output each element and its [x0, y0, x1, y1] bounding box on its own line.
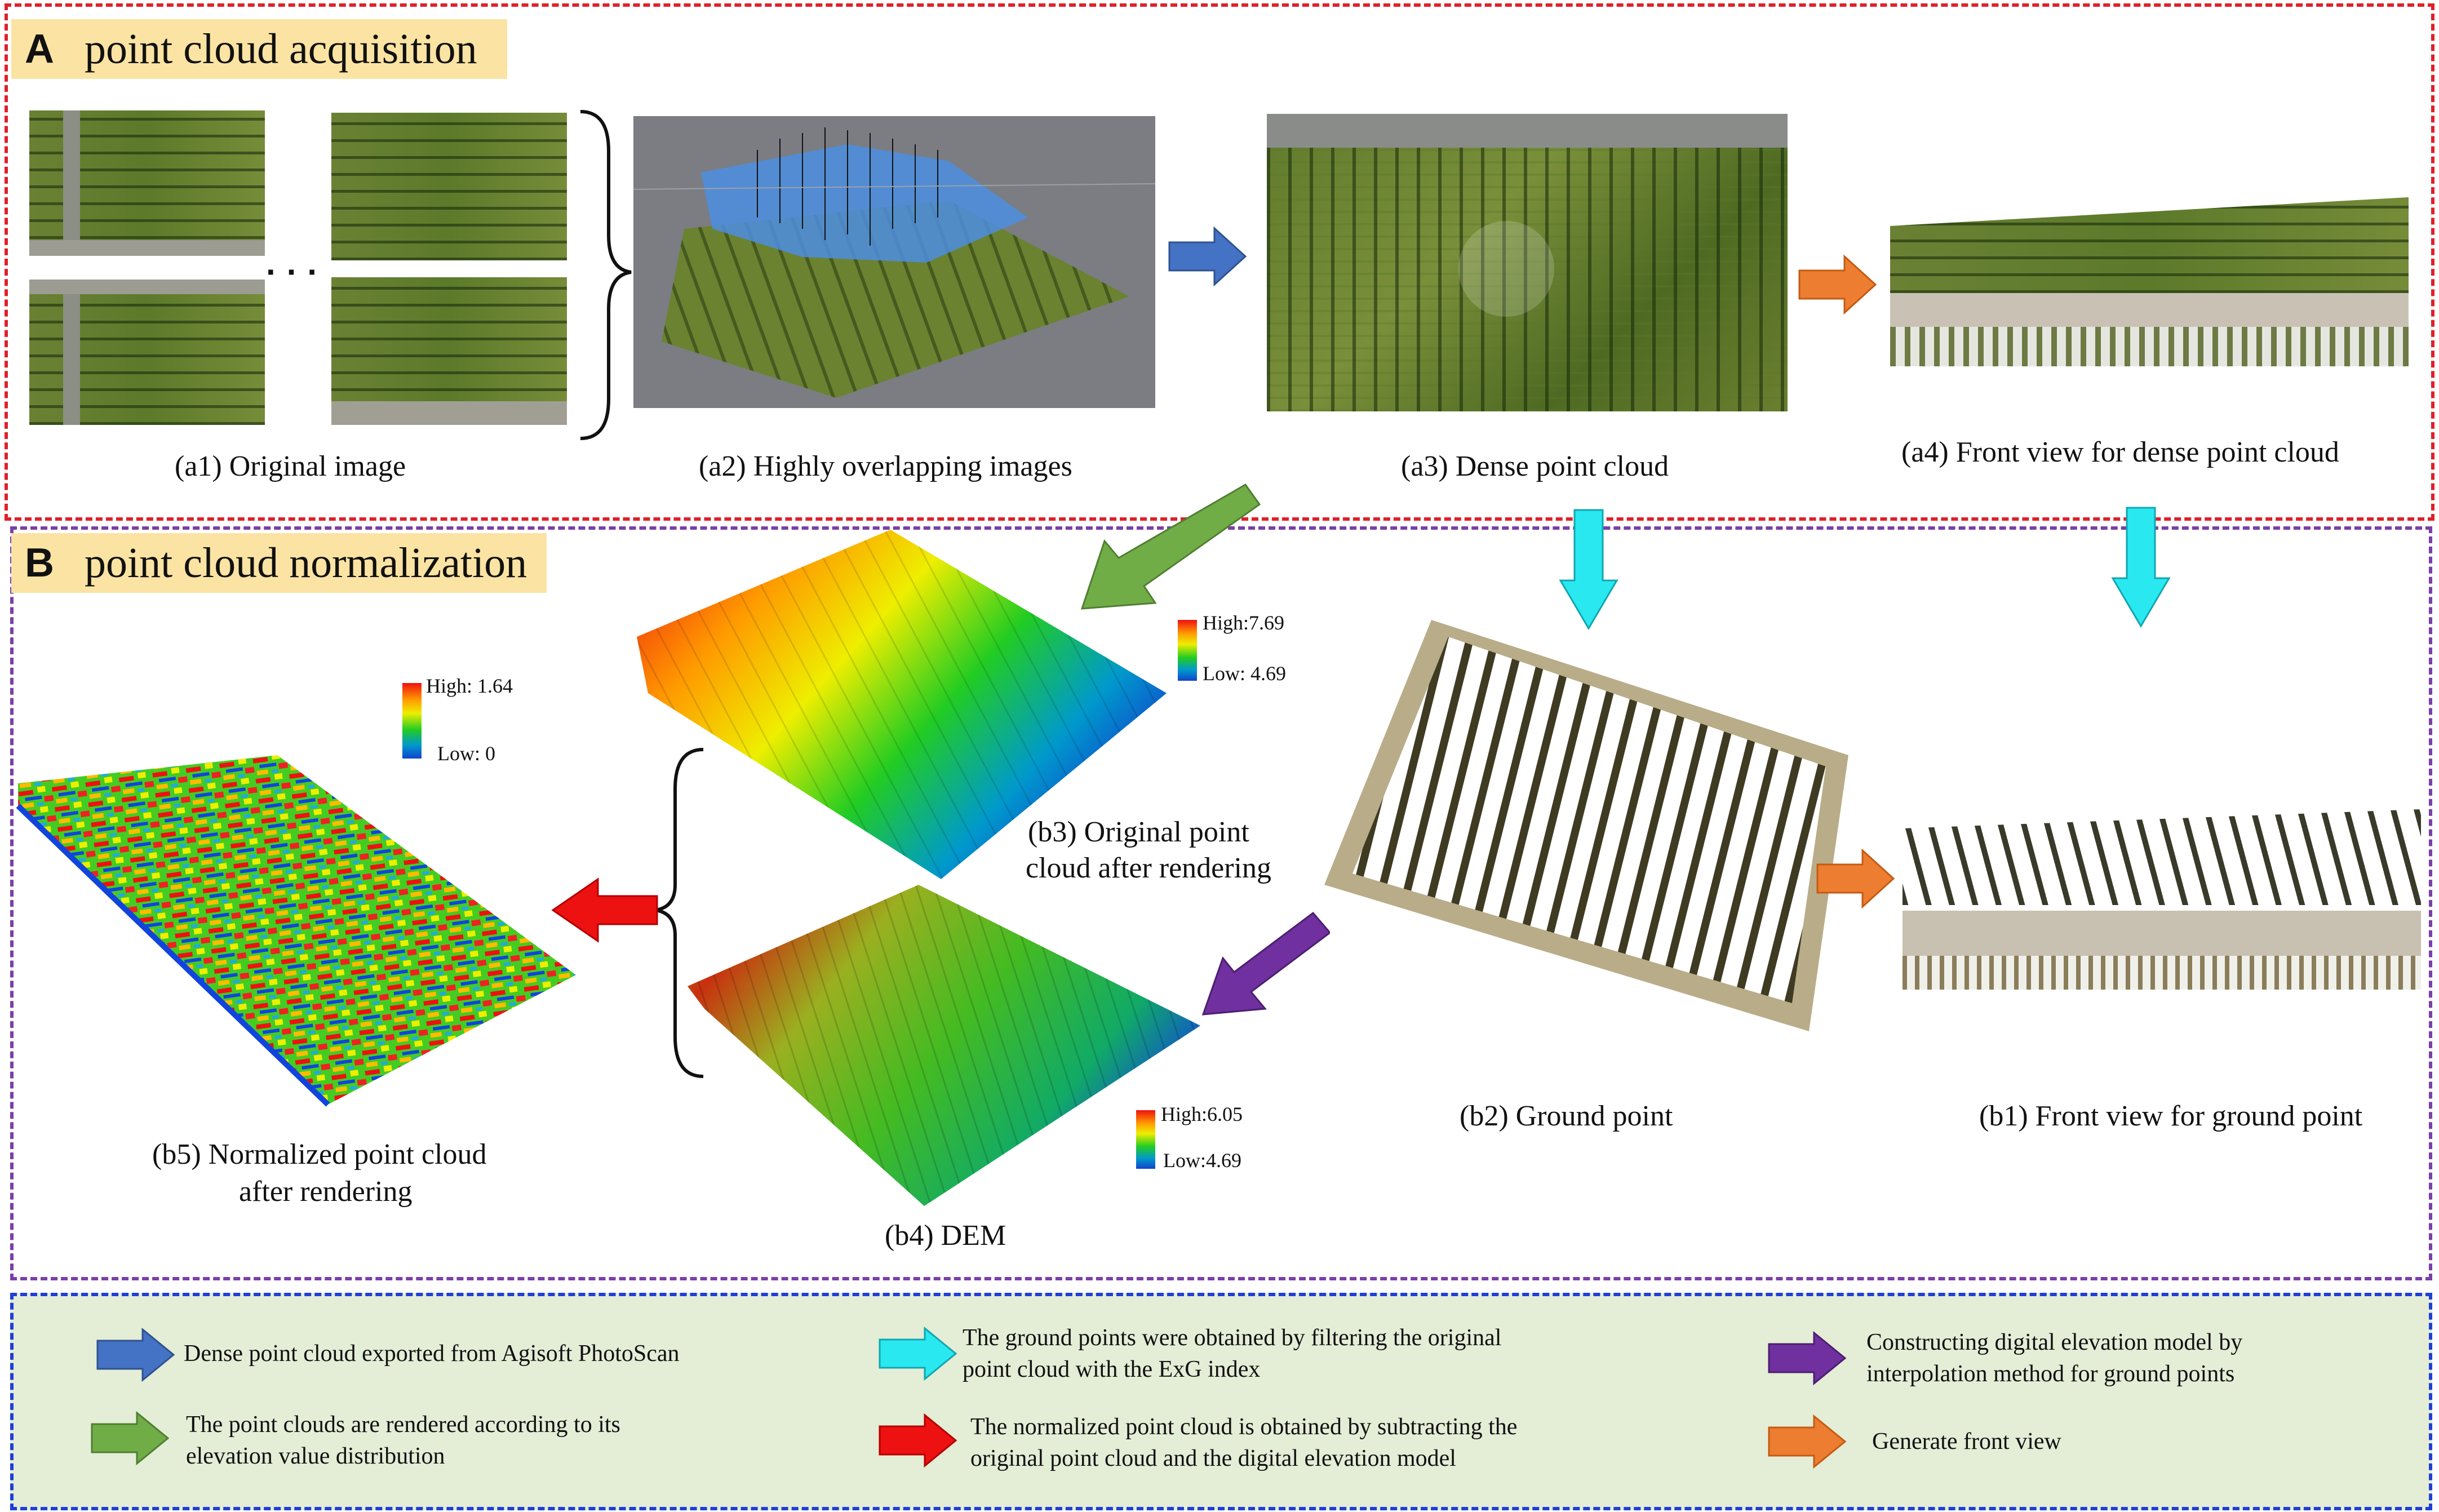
- b4-scale-low: Low:4.69: [1163, 1149, 1241, 1172]
- a3-image: [1267, 114, 1788, 411]
- arrow-green-a3-b3: [1080, 484, 1261, 610]
- a2-caption: (a2) Highly overlapping images: [699, 450, 1072, 482]
- arrow-purple-b2-b4: [1201, 911, 1330, 1016]
- legend-arrow-blue: [96, 1327, 175, 1382]
- b5-caption-line2: after rendering: [239, 1176, 413, 1208]
- legend-text-cyan-line2: point cloud with the ExG index: [963, 1356, 1261, 1382]
- legend-arrow-green: [91, 1411, 170, 1466]
- a4-image: [1890, 186, 2409, 389]
- section-a-title: A point cloud acquisition: [11, 19, 507, 79]
- legend-text-red-line1: The normalized point cloud is obtained b…: [970, 1414, 1518, 1440]
- legend-text-green-line2: elevation value distribution: [186, 1443, 445, 1469]
- b5-scale-high: High: 1.64: [426, 675, 513, 697]
- a1-image-bottom-left: [29, 280, 265, 425]
- arrow-cyan-a4-b1: [2111, 507, 2171, 628]
- section-b-letter: B: [25, 540, 54, 586]
- b2-image: [1324, 620, 1848, 1031]
- legend-text-blue: Dense point cloud exported from Agisoft …: [184, 1341, 680, 1367]
- b5-color-bar: [402, 683, 422, 759]
- legend-text-green-line1: The point clouds are rendered according …: [186, 1412, 620, 1438]
- a3-caption: (a3) Dense point cloud: [1401, 450, 1669, 482]
- b3-scale-low: Low: 4.69: [1203, 662, 1286, 685]
- legend-box: [10, 1293, 2432, 1510]
- arrow-orange-b2-b1: [1816, 848, 1895, 909]
- b1-caption: (b1) Front view for ground point: [1979, 1100, 2363, 1132]
- b3-caption-line2: cloud after rendering: [1026, 852, 1272, 884]
- a1-ellipsis: · · ·: [266, 253, 319, 291]
- b4-color-bar: [1136, 1110, 1155, 1169]
- arrow-cyan-a3-b2: [1559, 509, 1618, 630]
- a4-caption: (a4) Front view for dense point cloud: [1901, 436, 2339, 468]
- legend-text-red-line2: original point cloud and the digital ele…: [970, 1446, 1456, 1471]
- b3-image: [637, 530, 1167, 879]
- arrow-orange-a3-a4: [1798, 254, 1877, 315]
- b3-scale-high: High:7.69: [1203, 611, 1285, 634]
- b5-caption-line1: (b5) Normalized point cloud: [152, 1138, 487, 1170]
- legend-text-purple-line2: interpolation method for ground points: [1866, 1361, 2235, 1387]
- section-b-text: point cloud normalization: [85, 539, 527, 587]
- arrow-red-b5: [551, 877, 658, 943]
- a1-brace: [580, 110, 632, 440]
- legend-text-purple-line1: Constructing digital elevation model by: [1866, 1329, 2243, 1355]
- a1-image-top-right: [331, 113, 567, 260]
- arrow-blue-a2-a3: [1168, 226, 1247, 287]
- b2-caption: (b2) Ground point: [1460, 1100, 1673, 1132]
- a2-image: [633, 116, 1155, 408]
- section-a-text: point cloud acquisition: [85, 25, 477, 73]
- b4-image: [688, 885, 1200, 1206]
- b1-image: [1903, 787, 2421, 1004]
- section-b-title: B point cloud normalization: [11, 533, 547, 593]
- legend-text-orange: Generate front view: [1872, 1429, 2061, 1455]
- legend-arrow-purple: [1768, 1331, 1847, 1386]
- a1-image-bottom-right: [331, 277, 567, 425]
- legend-arrow-red: [879, 1413, 957, 1468]
- b3-color-bar: [1178, 620, 1197, 681]
- legend-arrow-cyan: [879, 1326, 957, 1381]
- b5-scale-low: Low: 0: [437, 742, 495, 765]
- legend-text-cyan-line1: The ground points were obtained by filte…: [963, 1325, 1502, 1351]
- b3-caption-line1: (b3) Original point: [1028, 816, 1249, 848]
- a1-image-top-left: [29, 110, 265, 256]
- legend-arrow-orange: [1768, 1414, 1847, 1469]
- b5-image: [16, 755, 576, 1107]
- b4-scale-high: High:6.05: [1161, 1103, 1243, 1125]
- section-a-letter: A: [25, 26, 54, 72]
- a1-caption: (a1) Original image: [175, 450, 406, 482]
- b4-caption: (b4) DEM: [885, 1220, 1006, 1252]
